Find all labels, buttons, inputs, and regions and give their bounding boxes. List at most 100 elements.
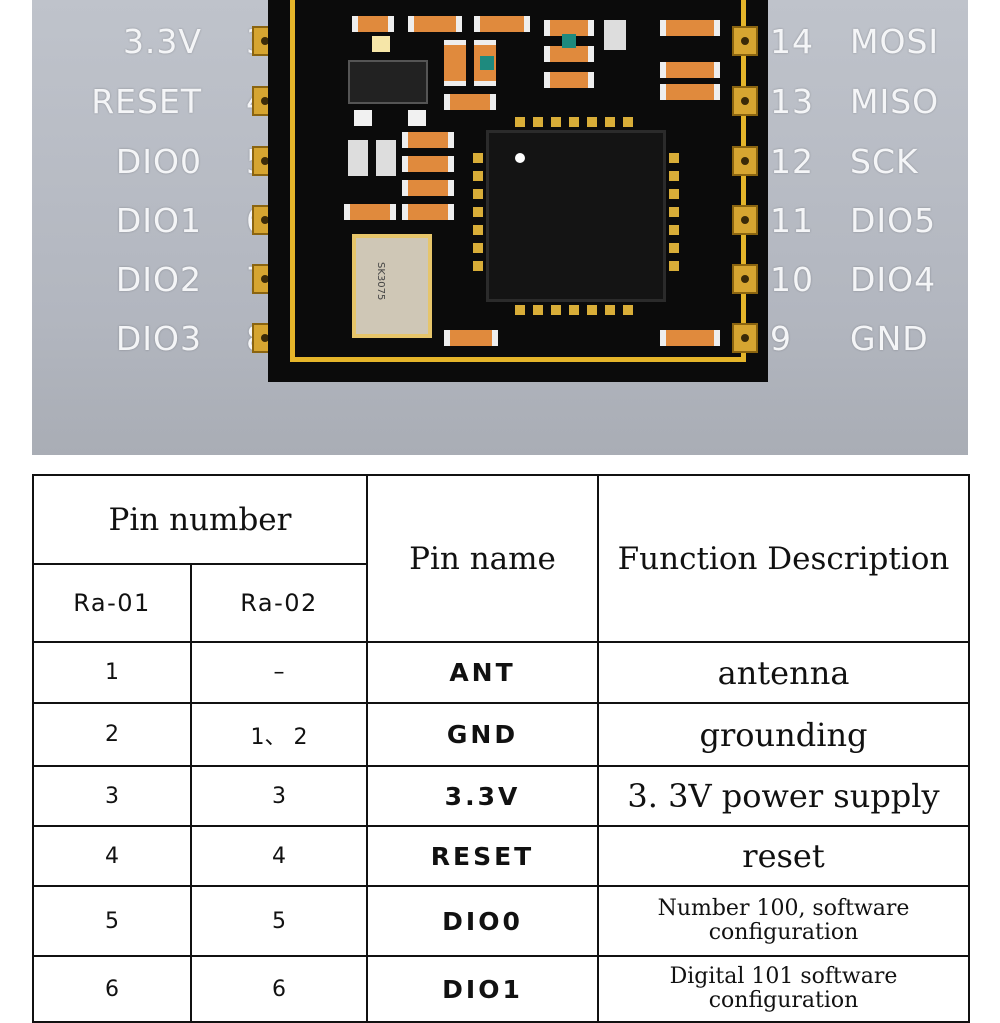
- table-row: 6 6 DIO1 Digital 101 software configurat…: [32, 955, 970, 1023]
- chip-pads-top: [515, 117, 633, 127]
- table-row: 1 – ANT antenna: [32, 641, 970, 704]
- component-icon: [408, 110, 426, 126]
- ra01-pin: 2: [32, 702, 192, 767]
- pin-name: GND: [366, 702, 599, 767]
- smd-resistor: [402, 204, 454, 220]
- pin-name: DIO0: [366, 885, 599, 957]
- component-icon: [348, 140, 368, 176]
- ra01-pin: 3: [32, 765, 192, 827]
- solder-pad-icon: [732, 86, 758, 116]
- table-row: 3 3 3.3V 3. 3V power supply: [32, 765, 970, 827]
- left-pin-name: DIO3: [115, 319, 202, 358]
- table-row: 2 1、 2 GND grounding: [32, 702, 970, 767]
- smd-capacitor: [444, 40, 466, 86]
- left-pin-name: DIO2: [115, 260, 202, 299]
- chip-pads-left: [473, 153, 483, 271]
- smd-resistor: [444, 330, 498, 346]
- component-icon: [604, 20, 626, 50]
- pin-name: DIO1: [366, 955, 599, 1023]
- right-pin-name: GND: [850, 319, 929, 358]
- smd-resistor: [544, 20, 594, 36]
- right-pin-number: 11: [770, 201, 814, 240]
- right-pin-name: DIO4: [850, 260, 937, 299]
- chip-pads-bottom: [515, 305, 633, 315]
- ra01-pin: 6: [32, 955, 192, 1023]
- lora-transceiver-chip: [473, 117, 679, 315]
- smd-resistor: [474, 16, 530, 32]
- pin-function: grounding: [597, 702, 970, 767]
- smd-resistor: [344, 204, 396, 220]
- pin-function: Digital 101 software configuration: [597, 955, 970, 1023]
- lora-module: SK3075: [268, 0, 768, 382]
- ra02-pin: 5: [190, 885, 368, 957]
- pin-number-header: Pin number: [32, 474, 368, 565]
- pin-name-header: Pin name: [366, 474, 599, 643]
- ra01-header: Ra-01: [32, 563, 192, 643]
- chip-pads-right: [669, 153, 679, 271]
- left-pin-name: 3.3V: [122, 22, 202, 61]
- component-icon: [480, 56, 494, 70]
- pin-function: Number 100, software configuration: [597, 885, 970, 957]
- solder-pad-icon: [732, 26, 758, 56]
- right-pin-name: SCK: [850, 142, 919, 181]
- ra02-header: Ra-02: [190, 563, 368, 643]
- smd-resistor: [660, 62, 720, 78]
- module-pinout-image: 3.3V RESET DIO0 DIO1 DIO2 DIO3 3 4 5 6 7…: [32, 0, 968, 455]
- voltage-regulator: [348, 60, 428, 104]
- left-pin-name: RESET: [91, 82, 202, 121]
- crystal-marking: SK3075: [375, 262, 386, 301]
- right-pin-number: 12: [770, 142, 814, 181]
- component-icon: [354, 110, 372, 126]
- crystal-oscillator: SK3075: [352, 234, 432, 338]
- component-icon: [562, 34, 576, 48]
- smd-resistor: [402, 180, 454, 196]
- pin-function: antenna: [597, 641, 970, 704]
- smd-resistor: [402, 132, 454, 148]
- solder-pad-icon: [732, 323, 758, 353]
- right-pin-name: MOSI: [850, 22, 940, 61]
- smd-resistor: [544, 46, 594, 62]
- smd-resistor: [408, 16, 462, 32]
- left-pin-name: DIO1: [115, 201, 202, 240]
- solder-pad-icon: [732, 264, 758, 294]
- smd-resistor: [352, 16, 394, 32]
- ra02-pin: 3: [190, 765, 368, 827]
- pin-function-line: Number 100, software: [657, 896, 910, 921]
- ra02-pin: –: [190, 641, 368, 704]
- right-pin-name: MISO: [850, 82, 940, 121]
- ra02-pin: 1、 2: [190, 702, 368, 767]
- pin-function-table: Pin number Pin name Function Description…: [32, 474, 970, 1023]
- right-pin-number: 14: [770, 22, 814, 61]
- pin-name: ANT: [366, 641, 599, 704]
- pin-name: 3.3V: [366, 765, 599, 827]
- pin-function-line: configuration: [708, 920, 859, 945]
- pin-function-line: configuration: [708, 988, 859, 1013]
- smd-resistor: [444, 94, 496, 110]
- pin-name: RESET: [366, 825, 599, 887]
- ra02-pin: 4: [190, 825, 368, 887]
- component-icon: [376, 140, 396, 176]
- table-row: 4 4 RESET reset: [32, 825, 970, 887]
- right-pin-number: 10: [770, 260, 814, 299]
- smd-resistor: [660, 84, 720, 100]
- shield-frame: [290, 0, 746, 362]
- right-pin-name: DIO5: [850, 201, 937, 240]
- table-row: 5 5 DIO0 Number 100, software configurat…: [32, 885, 970, 957]
- ra02-pin: 6: [190, 955, 368, 1023]
- component-icon: [372, 36, 390, 52]
- function-description-header: Function Description: [597, 474, 970, 643]
- ra01-pin: 1: [32, 641, 192, 704]
- smd-resistor: [660, 20, 720, 36]
- left-pin-name: DIO0: [115, 142, 202, 181]
- solder-pad-icon: [732, 146, 758, 176]
- smd-resistor: [402, 156, 454, 172]
- smd-resistor: [544, 72, 594, 88]
- right-pin-number: 9: [770, 319, 792, 358]
- ra01-pin: 4: [32, 825, 192, 887]
- pin-function: reset: [597, 825, 970, 887]
- pin-function: 3. 3V power supply: [597, 765, 970, 827]
- ra01-pin: 5: [32, 885, 192, 957]
- pin-function-line: Digital 101 software: [669, 964, 898, 989]
- smd-resistor: [660, 330, 720, 346]
- right-pin-number: 13: [770, 82, 814, 121]
